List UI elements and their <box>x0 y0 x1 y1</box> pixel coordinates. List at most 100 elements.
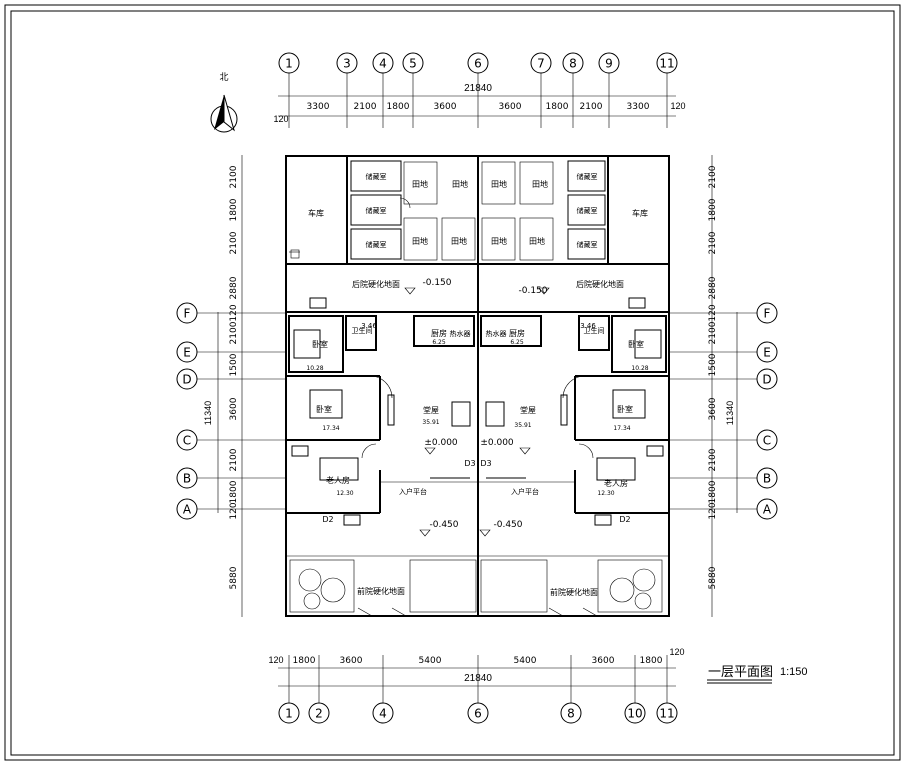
axis-top-9: 9 <box>598 52 620 74</box>
axis-top-5: 5 <box>402 52 424 74</box>
axis-bottom-10: 10 <box>624 702 646 724</box>
axis-bottom-8-label: 8 <box>567 707 575 721</box>
room-label-field-7: 田地 <box>491 236 507 246</box>
room-label-area-elder-right: 12.30 <box>597 490 614 497</box>
dim-side-segments: 2100 2100 1800 1800 2100 2100 2880 2880 120 120 21… <box>229 165 718 589</box>
room-label-area-kitchen-right: 6.25 <box>510 339 524 346</box>
dim-bottom-seg-0: 1800 <box>293 656 316 666</box>
axis-left-B-label: B <box>183 472 191 486</box>
room-label-kitchen-left: 厨房 <box>431 328 447 338</box>
axis-bottom-4: 4 <box>372 702 394 724</box>
axis-right-F: F <box>756 302 778 324</box>
dim-side-left-1: 1800 <box>229 198 239 221</box>
dim-side-left-11: 5880 <box>229 566 239 589</box>
room-label-bedroom-r-1: 卧室 <box>628 339 644 349</box>
dim-top-seg-6: 2100 <box>580 102 603 112</box>
dim-side-left-9: 1800 <box>229 480 239 503</box>
axis-bottom-8: 8 <box>560 702 582 724</box>
dim-top-end-left: 120 <box>273 114 288 124</box>
dim-top-seg-0: 3300 <box>307 102 330 112</box>
room-label-area-elder-left: 12.30 <box>336 490 353 497</box>
dim-bottom-seg-1: 3600 <box>340 656 363 666</box>
room-label-front-right: 前院硬化地面 <box>550 587 598 597</box>
axis-top-6-label: 6 <box>474 57 482 71</box>
room-label-garage-left: 车库 <box>308 208 324 218</box>
dim-side-right-0: 2100 <box>708 165 718 188</box>
axis-top-4: 4 <box>372 52 394 74</box>
building-walls <box>285 155 670 617</box>
dim-top-seg-4: 3600 <box>499 102 522 112</box>
dim-side-left-10: 120 <box>229 502 239 519</box>
axis-left-F-label: F <box>184 307 191 321</box>
dim-top-seg-3: 3600 <box>434 102 457 112</box>
dim-side-right-9: 1800 <box>708 480 718 503</box>
room-label-area-bed-l-1: 10.28 <box>306 365 323 372</box>
dim-side-right-3: 2880 <box>708 276 718 299</box>
axis-right-C-label: C <box>763 434 771 448</box>
room-label-field-2: 田地 <box>452 179 468 189</box>
room-label-storage-r-1: 储藏室 <box>577 172 598 181</box>
inner-frame <box>10 10 895 756</box>
room-label-garage-right: 车库 <box>632 208 648 218</box>
axis-right-C: C <box>756 429 778 451</box>
axis-right-B-label: B <box>763 472 771 486</box>
dim-bottom-end-right: 120 <box>669 647 684 657</box>
axis-right-A: A <box>756 498 778 520</box>
room-label-d3-right: D3 <box>480 459 491 468</box>
axis-right-E-label: E <box>763 346 771 360</box>
axis-left-B: B <box>176 467 198 489</box>
dim-side-right-6: 1500 <box>708 353 718 376</box>
dim-side: 11340 11340 <box>203 155 738 617</box>
room-label-bedroom-r-2: 卧室 <box>617 404 633 414</box>
dim-side-right-8: 2100 <box>708 448 718 471</box>
north-arrow-icon: 北 <box>210 72 238 133</box>
room-label-area-bed-l-2: 17.34 <box>322 425 339 432</box>
room-label-entry-left: 入户平台 <box>399 487 427 496</box>
axis-top-1: 1 <box>278 52 300 74</box>
room-label-field-1: 田地 <box>412 179 428 189</box>
dim-side-left-7: 3600 <box>229 397 239 420</box>
axis-right-A-label: A <box>763 503 772 517</box>
room-label-bathroom-right: 卫生间 <box>584 326 605 335</box>
plan-title-block: 一层平面图 1:150 <box>707 665 808 684</box>
axis-right-D-label: D <box>762 373 771 387</box>
axis-top-3-label: 3 <box>343 57 351 71</box>
axis-top-5-label: 5 <box>409 57 417 71</box>
dim-top-end-right: 120 <box>670 101 685 111</box>
room-labels: 储藏室储藏室储藏室储藏室储藏室储藏室车库车库田地田地田地田地田地田地田地田地后院… <box>306 172 648 597</box>
axis-bottom-1-label: 1 <box>285 707 293 721</box>
axis-top-1-label: 1 <box>285 57 293 71</box>
dim-side-left-2: 2100 <box>229 231 239 254</box>
axis-bottom-6: 6 <box>467 702 489 724</box>
room-label-field-4: 田地 <box>451 236 467 246</box>
axis-left-F: F <box>176 302 198 324</box>
dim-side-left-5: 2100 <box>229 321 239 344</box>
axis-top-11-label: 11 <box>659 57 674 71</box>
north-label: 北 <box>219 72 228 83</box>
dim-side-total-left: 11340 <box>203 401 213 425</box>
room-label-field-3: 田地 <box>412 236 428 246</box>
axis-right-F-label: F <box>764 307 771 321</box>
axis-left-A-label: A <box>183 503 192 517</box>
axis-top-7: 7 <box>530 52 552 74</box>
outer-frame <box>4 4 901 761</box>
dim-top-seg-2: 1800 <box>387 102 410 112</box>
axis-left-E: E <box>176 341 198 363</box>
room-label-field-5: 田地 <box>491 179 507 189</box>
room-label-d2-right: D2 <box>619 515 630 524</box>
dim-side-left-8: 2100 <box>229 448 239 471</box>
room-label-storage-l-3: 储藏室 <box>366 240 387 249</box>
axis-bottom-4-label: 4 <box>379 707 387 721</box>
axis-top-4-label: 4 <box>379 57 387 71</box>
axis-right-E: E <box>756 341 778 363</box>
axis-top-8: 8 <box>562 52 584 74</box>
room-label-entry-right: 入户平台 <box>511 487 539 496</box>
axis-left-C: C <box>176 429 198 451</box>
dim-side-right-10: 120 <box>708 502 718 519</box>
dim-side-left-3: 2880 <box>229 276 239 299</box>
dim-top-total: 21840 <box>464 83 492 94</box>
axis-top-9-label: 9 <box>605 57 613 71</box>
dim-bottom-seg-3: 5400 <box>514 656 537 666</box>
room-label-level-hall-left: ±0.000 <box>424 438 458 448</box>
